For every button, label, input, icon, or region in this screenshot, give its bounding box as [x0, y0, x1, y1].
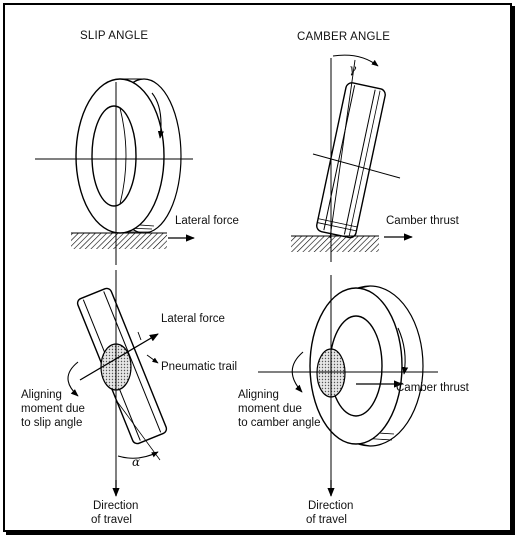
direction-left-line-2: of travel — [91, 514, 132, 526]
lateral-force-label-bottom: Lateral force — [161, 313, 225, 325]
aligning-slip-line-1: Aligning — [21, 389, 62, 401]
lateral-force-arrow-bottom-icon — [79, 333, 159, 381]
ground-hatch-camber — [291, 236, 379, 252]
rotation-arrow-icon — [151, 92, 164, 139]
camber-horizontal-axis — [312, 153, 401, 179]
aligning-moment-arrow-camber-icon — [291, 351, 304, 393]
aligning-slip-line-2: moment due — [21, 403, 85, 415]
lateral-force-label-top: Lateral force — [175, 215, 239, 227]
rotation-arrow-camber-icon — [397, 327, 409, 375]
camber-thrust-label-top: Camber thrust — [386, 215, 460, 227]
camber-bottom-tire — [309, 285, 424, 447]
camber-tilt-axis — [329, 59, 356, 239]
gamma-symbol: γ — [349, 62, 357, 76]
camber-top-tire — [316, 82, 386, 239]
aligning-slip-line-3: to slip angle — [21, 417, 82, 429]
slip-top-tire — [75, 78, 182, 234]
direction-left-line-1: Direction — [93, 500, 138, 512]
slip-angle-title: SLIP ANGLE — [80, 30, 148, 42]
gamma-arc-icon — [332, 54, 379, 67]
aligning-camber-line-1: Aligning — [238, 389, 279, 401]
pneumatic-trail-label: Pneumatic trail — [161, 361, 237, 373]
camber-thrust-label-bottom: Camber thrust — [396, 382, 470, 394]
aligning-camber-line-3: to camber angle — [238, 417, 320, 429]
figure-frame — [3, 3, 512, 532]
ground-hatch — [71, 233, 167, 249]
alpha-symbol: α — [132, 455, 140, 469]
direction-right-line-1: Direction — [308, 500, 353, 512]
aligning-camber-line-2: moment due — [238, 403, 302, 415]
direction-right-line-2: of travel — [306, 514, 347, 526]
aligning-moment-arrow-slip-icon — [67, 361, 79, 397]
camber-angle-title: CAMBER ANGLE — [297, 31, 390, 43]
alpha-arc-icon — [117, 451, 159, 459]
